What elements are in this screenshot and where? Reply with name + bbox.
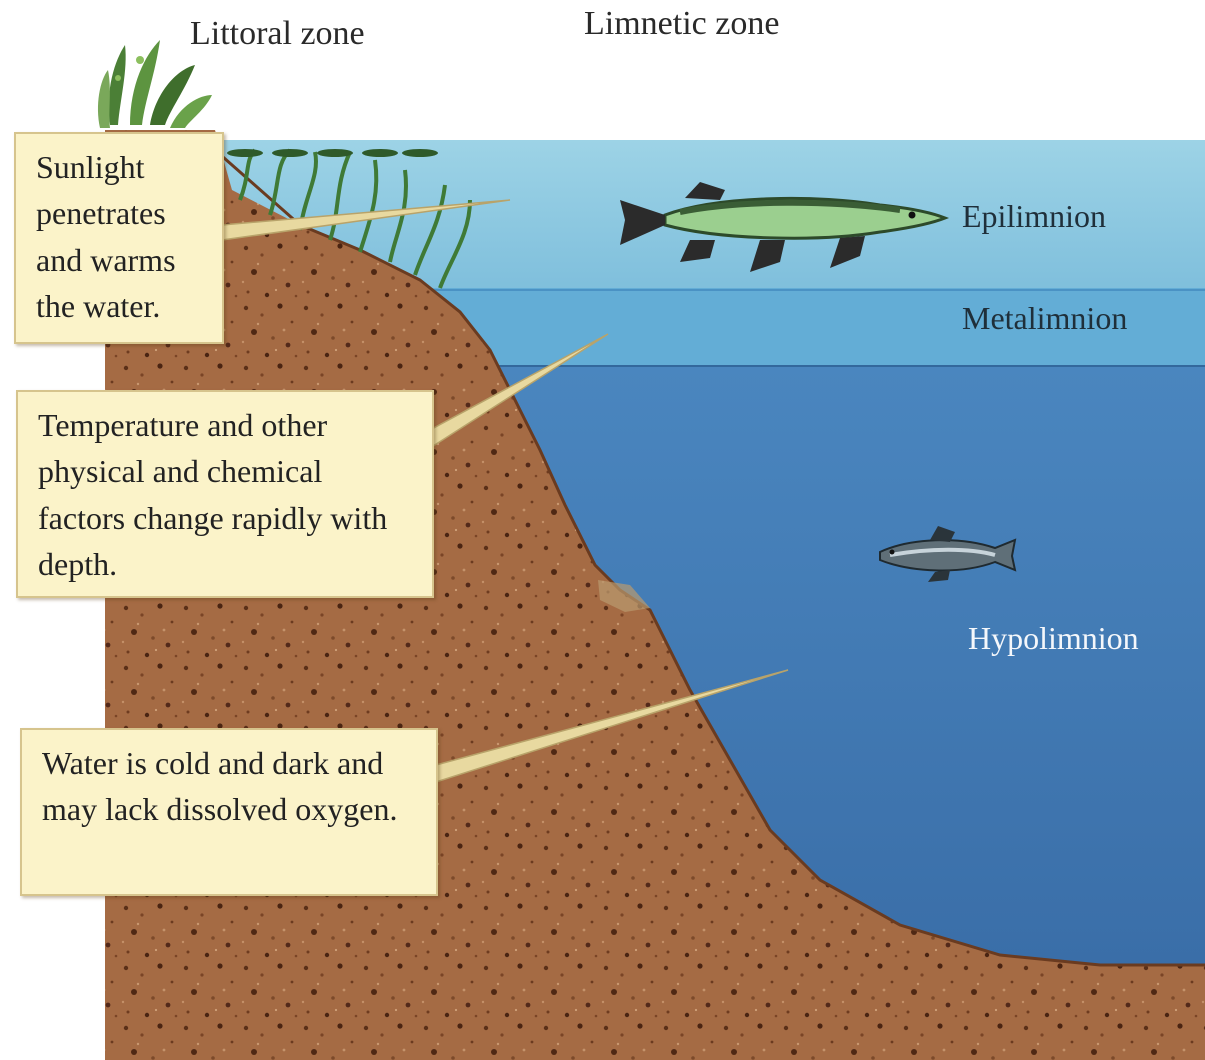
epilimnion-label: Epilimnion <box>962 198 1106 235</box>
hypolimnion-label: Hypolimnion <box>968 620 1139 657</box>
shore-plant <box>98 40 212 128</box>
sunlight-callout: Sunlight penetrates and warms the water. <box>14 132 224 344</box>
limnetic-zone-label: Limnetic zone <box>584 5 779 43</box>
temperature-callout: Temperature and other physical and chemi… <box>16 390 434 598</box>
littoral-zone-label: Littoral zone <box>190 15 365 53</box>
metalimnion-label: Metalimnion <box>962 300 1127 337</box>
cold-water-callout: Water is cold and dark and may lack diss… <box>20 728 438 896</box>
